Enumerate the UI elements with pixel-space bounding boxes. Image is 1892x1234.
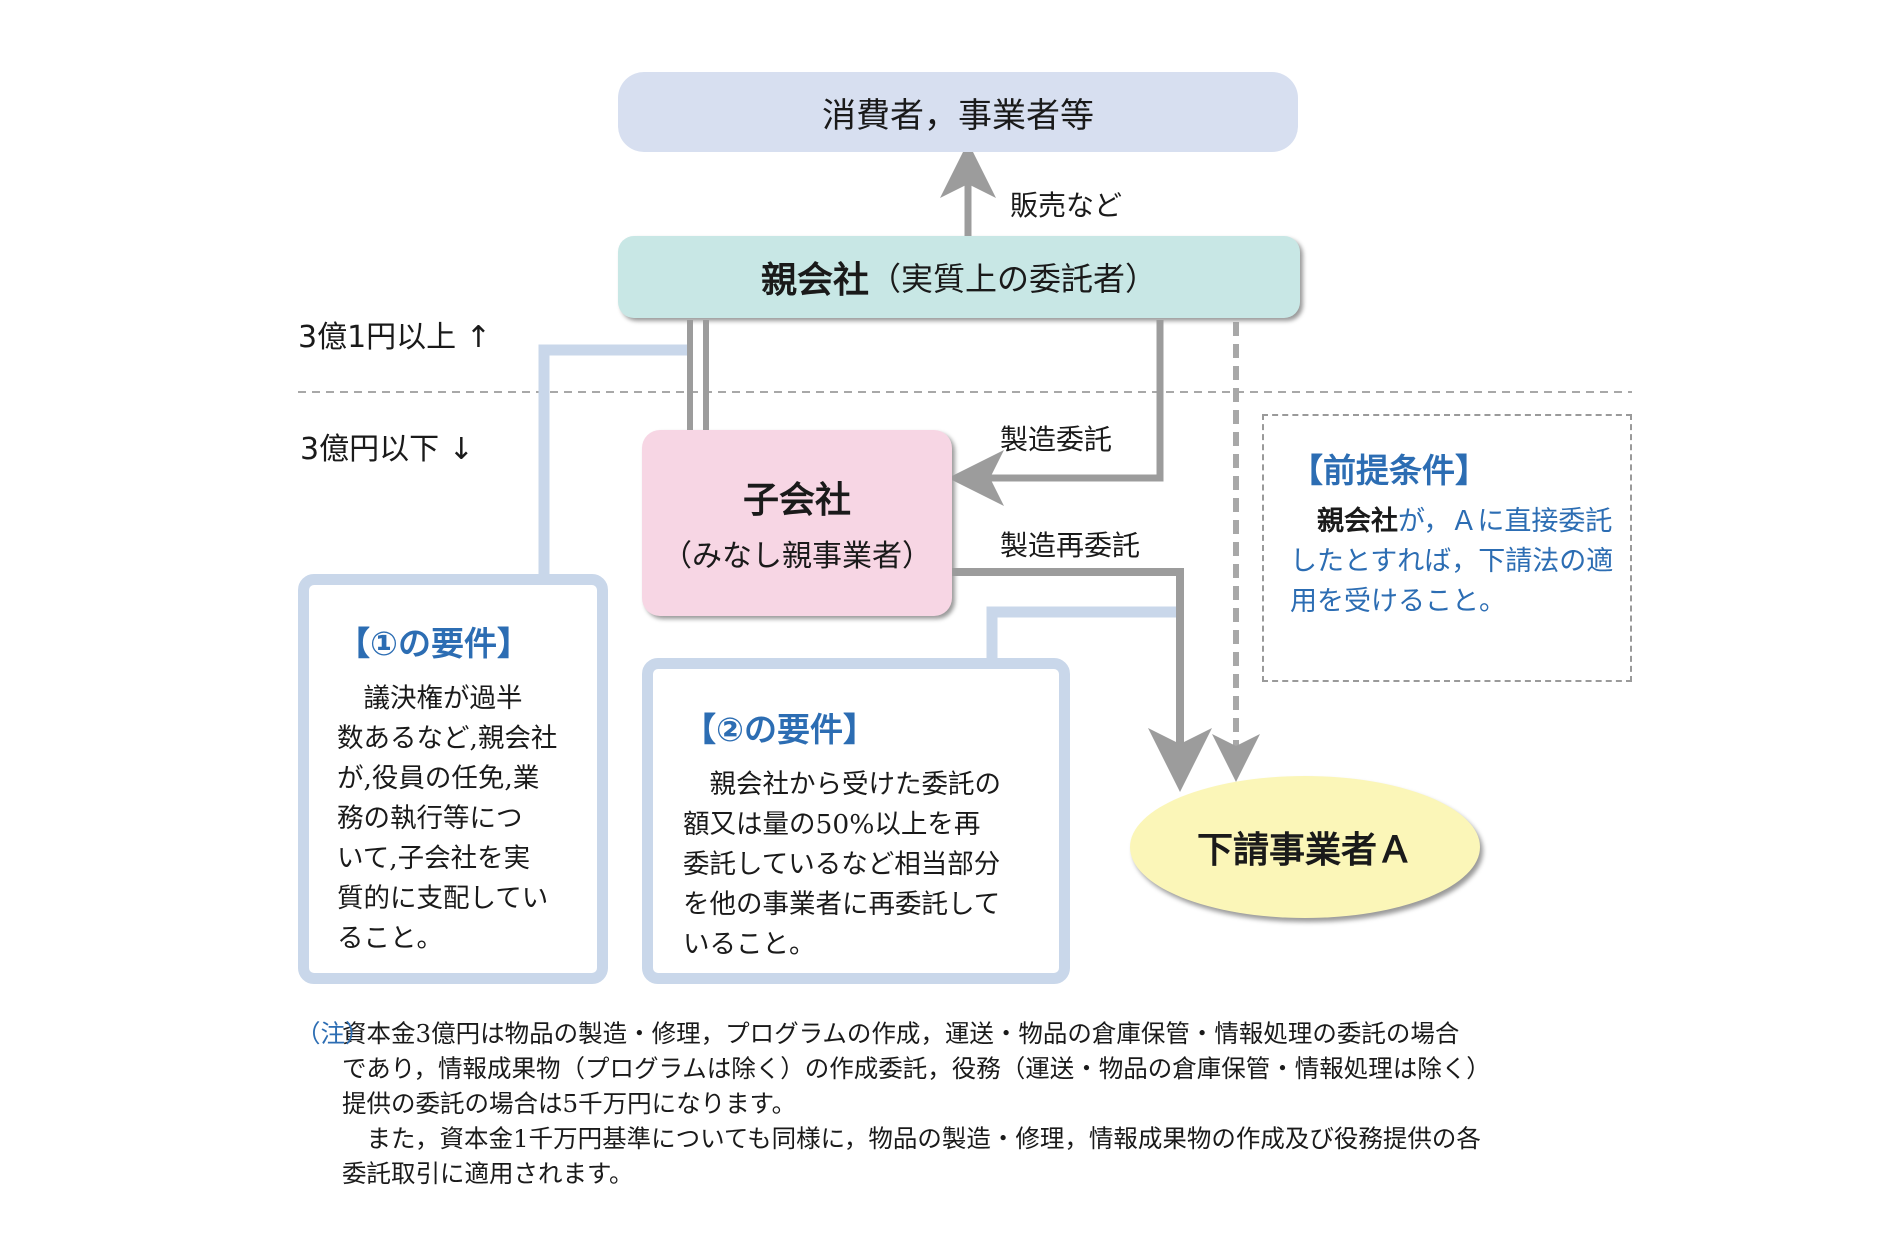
premise-body: 親会社が，Ａに直接委託したとすれば，下請法の適用を受けること。 (1290, 502, 1620, 622)
parent-company-name: 親会社 (760, 260, 869, 301)
footnote-mark: （注） (296, 1019, 370, 1048)
requirement2-connector (986, 606, 1176, 660)
premise-box: 【前提条件】 親会社が，Ａに直接委託したとすれば，下請法の適用を受けること。 (1262, 414, 1632, 682)
requirement1-box: 【①の要件】 議決権が過半 数あるなど,親会社 が,役員の任免,業 務の執行等に… (298, 574, 608, 984)
sales-label: 販売など (1010, 189, 1123, 222)
subcontractor-ellipse: 下請事業者Ａ (1130, 776, 1480, 918)
requirement1-body: 議決権が過半 数あるなど,親会社 が,役員の任免,業 務の執行等につ いて,子会… (337, 683, 558, 954)
reconsign-arrow (952, 568, 1212, 792)
capital-lower-label: 3億円以下 ↓ (300, 432, 474, 467)
consumer-label: 消費者，事業者等 (822, 95, 1094, 136)
parent-company-box: 親会社 （実質上の委託者） (618, 236, 1300, 318)
consign-arrow (948, 320, 1164, 506)
footnote: （注） 資本金3億円は物品の製造・修理，プログラムの作成，運送・物品の倉庫保管・… (296, 1016, 1636, 1191)
premise-bold-text: 親会社 (1317, 506, 1398, 537)
capital-upper-label: 3億1円以上 ↑ (298, 320, 491, 355)
consign-label: 製造委託 (1000, 423, 1113, 456)
requirement1-connector (538, 344, 690, 576)
subsidiary-name: 子会社 (742, 480, 851, 521)
consumer-box: 消費者，事業者等 (618, 72, 1298, 152)
premise-text: が，Ａに直接委託したとすれば，下請法の適用を受けること。 (1290, 506, 1614, 617)
requirement2-box: 【②の要件】 親会社から受けた委託の 額又は量の50%以上を再 委託しているなど… (642, 658, 1070, 984)
footnote-text: 資本金3億円は物品の製造・修理，プログラムの作成，運送・物品の倉庫保管・情報処理… (342, 1019, 1491, 1188)
requirement2-title: 【②の要件】 (683, 710, 876, 749)
subcontractor-label: 下請事業者Ａ (1196, 830, 1413, 871)
reconsign-label: 製造再委託 (1000, 529, 1141, 562)
subsidiary-note: （みなし親事業者） (662, 539, 932, 574)
requirement1-title: 【①の要件】 (337, 624, 530, 663)
parent-company-note: （実質上の委託者） (869, 260, 1158, 298)
subsidiary-box: 子会社 （みなし親事業者） (642, 430, 952, 616)
requirement2-body: 親会社から受けた委託の 額又は量の50%以上を再 委託しているなど相当部分 を他… (683, 769, 1001, 960)
premise-title: 【前提条件】 (1290, 451, 1488, 490)
